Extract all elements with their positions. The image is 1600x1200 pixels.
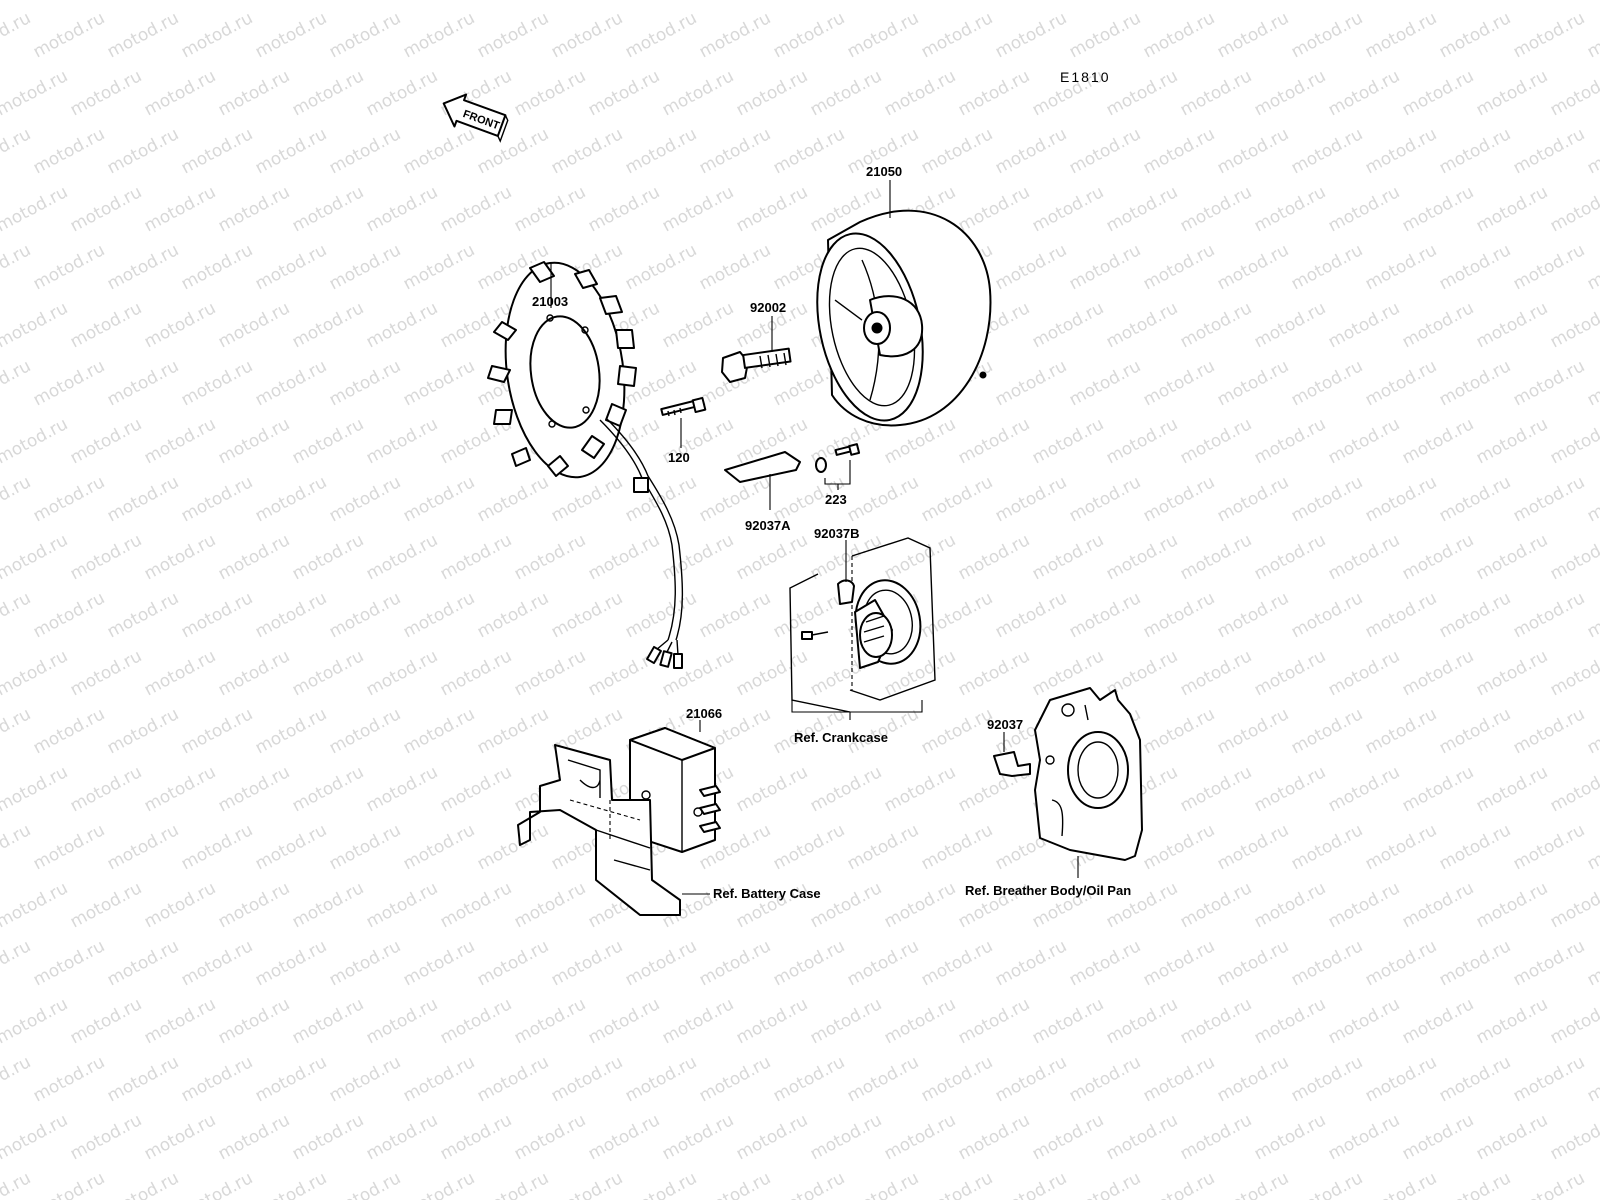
label-92037A: 92037A	[745, 518, 791, 533]
stator-screw	[660, 396, 707, 417]
label-ref-breather-body-oil-pan: Ref. Breather Body/Oil Pan	[965, 883, 1131, 898]
label-223: 223	[825, 492, 847, 507]
label-ref-battery-case: Ref. Battery Case	[713, 886, 821, 901]
screw-and-washer	[815, 443, 861, 473]
label-21066: 21066	[686, 706, 722, 721]
rotor-bolt	[721, 347, 792, 383]
label-92037: 92037	[987, 717, 1023, 732]
label-120: 120	[668, 450, 690, 465]
label-21050: 21050	[866, 164, 902, 179]
label-92037B: 92037B	[814, 526, 860, 541]
front-arrow-icon: FRONT	[442, 93, 509, 143]
rotor-flywheel	[816, 209, 992, 427]
label-ref-crankcase: Ref. Crankcase	[794, 730, 888, 745]
breather-oil-pan-section	[993, 687, 1143, 861]
diagram-code: E1810	[1060, 69, 1110, 85]
crankcase-ref-section	[789, 537, 936, 713]
clamp-plate	[724, 451, 801, 483]
label-92002: 92002	[750, 300, 786, 315]
stator-coil	[487, 261, 684, 669]
battery-case-bracket	[517, 744, 681, 916]
label-21003: 21003	[532, 294, 568, 309]
